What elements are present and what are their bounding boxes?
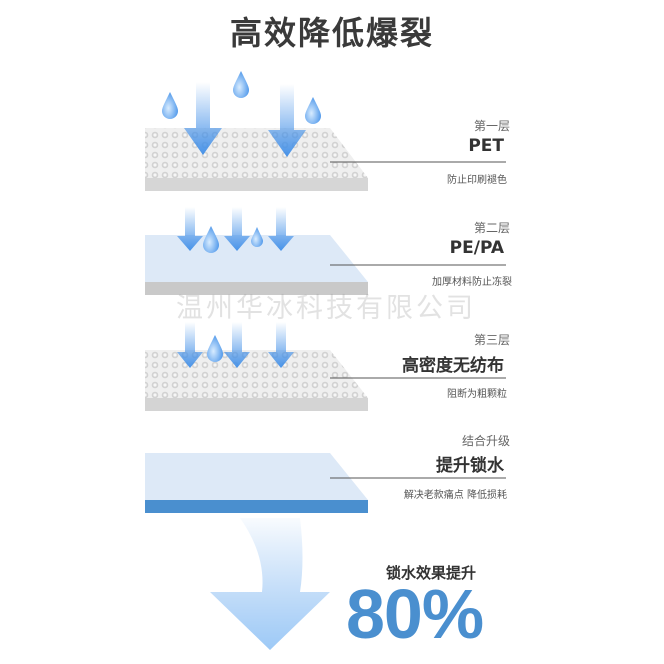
layer-3-desc: 阻断为粗颗粒	[447, 389, 507, 400]
layer-4-desc: 解决老款痛点 降低损耗	[403, 490, 507, 501]
layer-2-desc: 加厚材料防止冻裂	[432, 277, 512, 288]
water-drop-icons	[162, 71, 321, 362]
layer-3-slab	[145, 350, 506, 411]
water-arrows-3	[177, 322, 294, 368]
result-label: 锁水效果提升	[386, 564, 477, 582]
layer-4-tag: 结合升级	[461, 434, 510, 448]
water-arrows-1	[184, 82, 306, 157]
water-arrows-2	[177, 207, 294, 251]
big-down-arrow	[210, 518, 330, 650]
layer-3-tag: 第三层	[473, 333, 510, 347]
layer-2-tag: 第二层	[473, 221, 510, 235]
layer-4-slab	[145, 453, 506, 513]
layer-2-slab	[145, 235, 506, 295]
result-value: 80%	[346, 575, 484, 653]
layer-1-desc: 防止印刷褪色	[447, 175, 507, 186]
layer-1-name: PET	[468, 136, 504, 156]
layer-3-name: 高密度无纺布	[402, 356, 504, 376]
layer-1-tag: 第一层	[473, 119, 510, 133]
page-title: 高效降低爆裂	[229, 14, 434, 52]
watermark: 温州华冰科技有限公司	[176, 293, 476, 324]
layer-2-name: PE/PA	[449, 238, 504, 258]
layer-4-name: 提升锁水	[436, 456, 504, 476]
